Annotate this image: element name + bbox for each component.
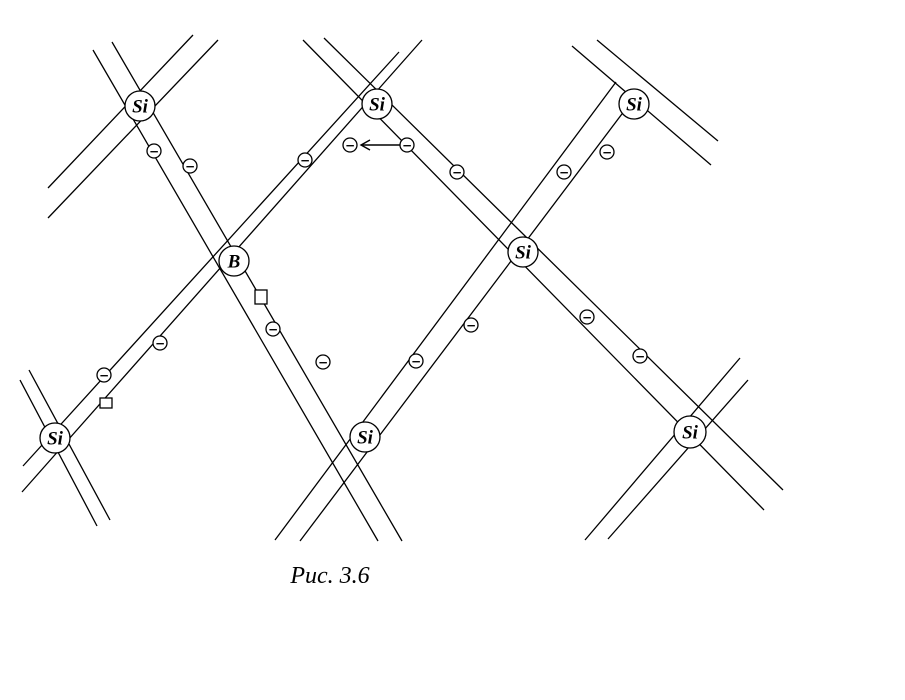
bond-gap-0 [99, 397, 113, 409]
electron: − [265, 321, 281, 337]
electron-sign: − [582, 311, 592, 325]
electron: − [556, 164, 572, 180]
bond-line-3-0 [584, 357, 741, 541]
electron-sign: − [411, 355, 421, 369]
electron-sign: − [452, 166, 462, 180]
bond-line-3-1 [607, 379, 749, 540]
atom-label: Si [369, 95, 386, 116]
bond-line-0-0 [47, 34, 194, 189]
atom-si-center-right: Si [507, 236, 539, 268]
bond-line-2-1 [299, 89, 641, 542]
electron-sign: − [402, 139, 412, 153]
bond-gap-1 [254, 289, 268, 305]
atom-si-bottom-middle: Si [349, 421, 381, 453]
bond-line-4-0 [92, 49, 379, 542]
atom-si-top-left: Si [124, 90, 156, 122]
electrons: − − − − − − − − − − − − − − − − [96, 137, 648, 383]
atom-si-bottom-left: Si [39, 422, 71, 454]
electron: − [342, 137, 358, 153]
electron: − [96, 367, 112, 383]
electron: − [599, 144, 615, 160]
electron: − [632, 348, 648, 364]
electron: − [463, 317, 479, 333]
atom-si-top-middle: Si [361, 88, 393, 120]
atom-si-top-right: Si [618, 88, 650, 120]
atom-label: Si [47, 429, 64, 450]
bond-line-1-0 [22, 51, 400, 467]
electron-transfer-arrow [359, 139, 400, 151]
electron-sign: − [149, 145, 159, 159]
electron: − [399, 137, 415, 153]
atom-label: Si [132, 97, 149, 118]
electron-sign: − [185, 160, 195, 174]
atom-label: Si [515, 243, 532, 264]
electron-sign: − [466, 319, 476, 333]
bond-line-2-0 [274, 81, 617, 541]
bond-line-7-0 [28, 369, 111, 521]
electron: − [152, 335, 168, 351]
bond-line-0-1 [47, 39, 219, 219]
atom-label: B [227, 252, 241, 273]
electron-sign: − [155, 337, 165, 351]
atom-label: Si [626, 95, 643, 116]
atom-label: Si [682, 423, 699, 444]
electron: − [182, 158, 198, 174]
electron-sign: − [300, 154, 310, 168]
electron-sign: − [318, 356, 328, 370]
electron-sign: − [559, 166, 569, 180]
electron: − [408, 353, 424, 369]
atom-si-bottom-right: Si [673, 415, 707, 449]
figure-caption: Рис. 3.6 [290, 563, 370, 589]
electron-sign: − [268, 323, 278, 337]
electron: − [315, 354, 331, 370]
bond-line-5-1 [323, 37, 784, 491]
electron-sign: − [635, 350, 645, 364]
electron-sign: − [345, 139, 355, 153]
electron: − [579, 309, 595, 325]
electron: − [449, 164, 465, 180]
electron-sign: − [602, 146, 612, 160]
bond-line-6-1 [596, 39, 719, 142]
electron: − [146, 143, 162, 159]
electron-sign: − [99, 369, 109, 383]
atom-label: Si [357, 428, 374, 449]
electron: − [297, 152, 313, 168]
atom-b-center: B [218, 245, 250, 277]
